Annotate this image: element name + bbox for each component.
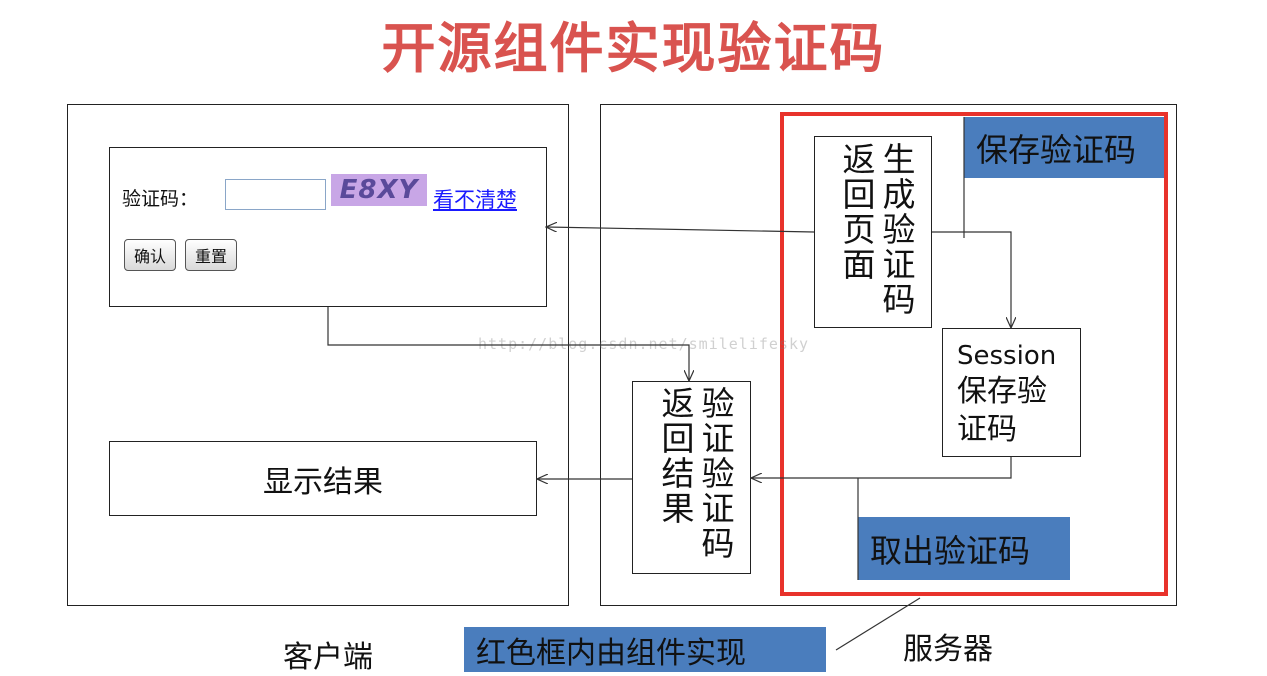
generate-box-right-text: 生成验证码 [877,142,916,317]
captcha-label: 验证码： [122,188,199,210]
arrow-return-page [546,227,815,233]
login-form-box [109,147,547,307]
captcha-image: E8XY [331,174,427,206]
component-boundary-frame [780,112,1168,596]
take-captcha-label: 取出验证码 [858,517,1070,580]
page-title: 开源组件实现验证码 [381,17,886,80]
result-box-label: 显示结果 [263,464,383,500]
captcha-image-text: E8XY [339,175,419,205]
note-connector [835,597,921,651]
session-box-title: Session [957,341,1057,371]
captcha-input[interactable] [225,179,326,210]
component-note-label: 红色框内由组件实现 [464,627,826,672]
result-box: 显示结果 [109,441,537,516]
session-box-text: 保存验证码 [957,374,1047,447]
verify-box-right-text: 验证验证码 [696,386,735,561]
generate-box-left-text: 返回页面 [837,142,876,282]
generate-captcha-box [814,136,932,328]
save-captcha-label: 保存验证码 [964,117,1164,178]
reset-button[interactable]: 重置 [185,239,237,271]
verify-box-left-text: 返回结果 [656,386,695,526]
confirm-button[interactable]: 确认 [124,239,176,271]
arrow-submit [327,307,689,381]
arrow-to-session [932,231,1011,328]
server-label: 服务器 [903,632,993,667]
watermark: http://blog.csdn.net/smilelifesky [478,335,810,353]
refresh-captcha-link[interactable]: 看不清楚 [433,188,517,212]
session-box: Session 保存验证码 [942,328,1081,457]
arrow-session-to-verify [751,457,1012,478]
